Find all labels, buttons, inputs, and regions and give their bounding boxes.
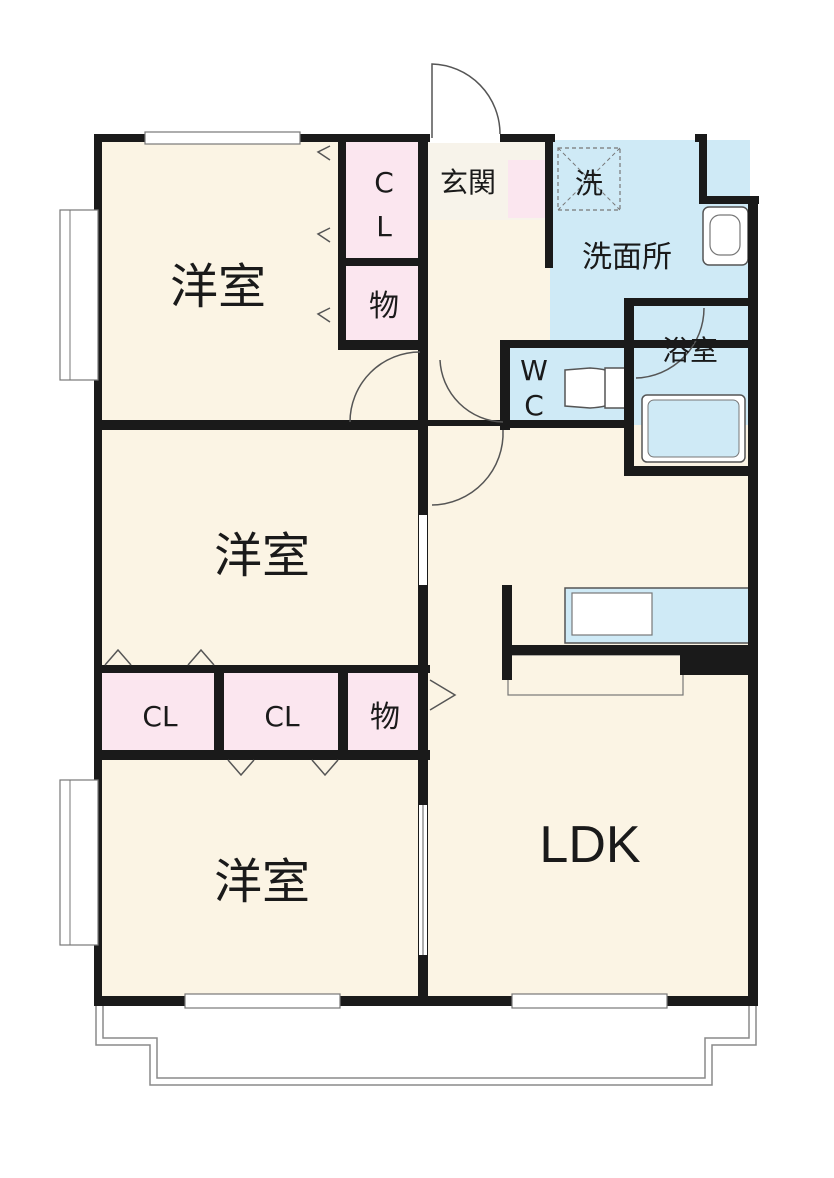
window	[184, 993, 341, 1009]
kitchen-sink	[571, 592, 653, 636]
wall	[502, 645, 752, 655]
wall	[338, 140, 346, 350]
wall	[699, 196, 759, 204]
closet-door-marks	[227, 759, 339, 777]
wall	[214, 665, 224, 760]
door-swing	[431, 429, 504, 506]
window	[59, 779, 99, 946]
wall	[624, 298, 634, 474]
closet-door-marks	[316, 145, 331, 323]
wall	[500, 134, 555, 142]
wall	[338, 258, 424, 266]
wall	[624, 298, 754, 306]
room-label-storage-top: 物	[369, 289, 399, 324]
window	[144, 131, 301, 145]
room-label-western-middle: 洋室	[214, 528, 310, 584]
room-label-washroom: 洗面所	[582, 240, 672, 275]
room-label-closet-mid-right: CL	[264, 700, 300, 733]
wall	[94, 750, 430, 760]
entrance-door-swing	[431, 63, 501, 138]
bathtub-inner	[647, 399, 740, 458]
wall	[505, 420, 630, 428]
room-label-closet-mid-left: CL	[142, 700, 178, 733]
wall	[424, 420, 504, 426]
wall	[502, 585, 512, 680]
western-room-bottom-floor	[100, 755, 420, 1000]
western-room-top-floor	[100, 140, 345, 425]
wall	[699, 134, 707, 200]
storage-door-mark	[429, 679, 457, 711]
kitchen-counter-top-line	[507, 654, 684, 696]
wall	[500, 340, 510, 430]
western-room-middle-floor	[100, 425, 420, 670]
room-label-ldk: LDK	[539, 816, 640, 874]
room-label-bath: 浴室	[662, 334, 718, 367]
balcony-inner-outline	[102, 1000, 750, 1079]
wall	[680, 645, 752, 675]
wall	[545, 134, 553, 268]
wall	[624, 466, 754, 476]
door-swing	[349, 351, 421, 423]
toilet-tank	[604, 367, 626, 409]
sliding-door-opening	[419, 515, 427, 585]
wall	[94, 665, 430, 673]
storage-top-floor	[345, 265, 420, 345]
storage-mid-floor	[345, 670, 425, 755]
washer-pan	[557, 147, 621, 211]
wall	[338, 665, 348, 760]
washer-pan-diagonal-2	[557, 147, 621, 211]
door-swing	[439, 359, 504, 423]
closet-door-marks	[104, 648, 215, 666]
room-label-washer: 洗	[575, 167, 603, 200]
wall	[94, 420, 424, 430]
room-label-closet-top-line1: C	[374, 166, 394, 199]
room-label-wc-line2: C	[524, 389, 544, 422]
window	[511, 993, 668, 1009]
room-label-entrance: 玄関	[440, 166, 496, 199]
entrance-step	[508, 160, 546, 218]
room-label-storage-mid: 物	[370, 700, 400, 735]
closet-mid-left-floor	[100, 670, 220, 755]
room-label-wc-line1: W	[520, 354, 548, 387]
closet-top-floor	[345, 140, 420, 265]
wall	[94, 134, 102, 1006]
room-label-closet-top-line2: L	[376, 210, 392, 243]
wash-basin-bowl	[709, 214, 741, 256]
ldk-floor	[425, 425, 750, 1000]
door-swing	[635, 307, 705, 379]
wall	[748, 196, 758, 1006]
room-label-western-top: 洋室	[170, 259, 266, 315]
closet-mid-right-floor	[220, 670, 345, 755]
room-label-western-bottom: 洋室	[214, 854, 310, 910]
entrance-door-gap	[430, 133, 500, 143]
balcony-outline	[95, 1000, 757, 1086]
wall	[338, 340, 424, 350]
window	[59, 209, 99, 381]
